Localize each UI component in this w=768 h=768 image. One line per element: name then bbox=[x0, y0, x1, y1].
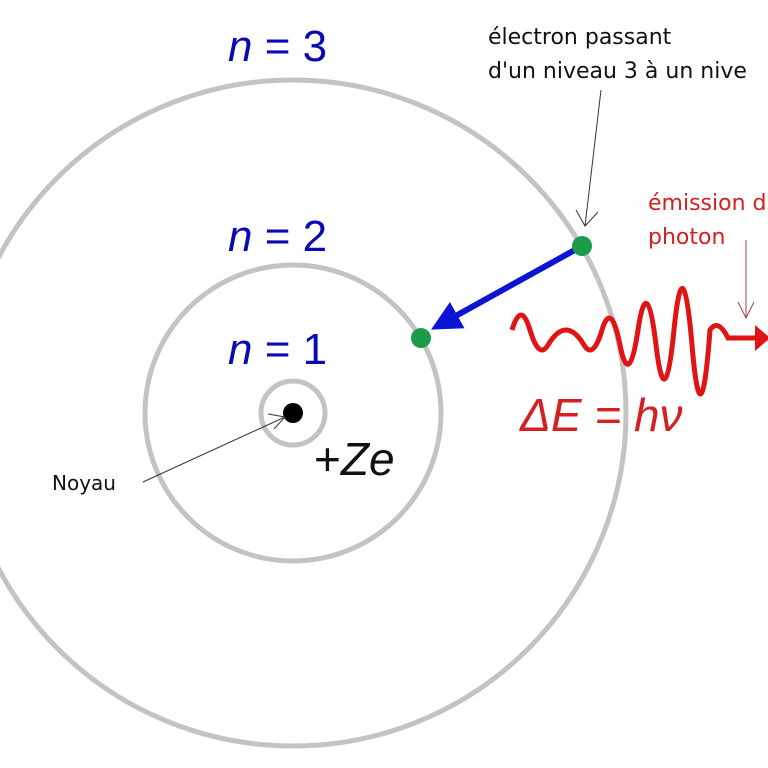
level-value: = 2 bbox=[252, 212, 328, 261]
level-var: n bbox=[228, 22, 253, 71]
photon-note: émission d photon bbox=[648, 187, 766, 255]
electron-note-line1: électron passant bbox=[488, 25, 672, 50]
electron-n3 bbox=[572, 236, 592, 256]
level-value: = 3 bbox=[252, 22, 328, 71]
electron-pointer bbox=[584, 89, 602, 227]
photon-note-line1: émission d bbox=[648, 191, 767, 216]
orbit-n2 bbox=[142, 262, 444, 564]
nucleus-pointer-head bbox=[267, 413, 286, 430]
electron-n2 bbox=[411, 328, 431, 348]
energy-formula: ΔE = hν bbox=[520, 389, 683, 441]
charge-var: Ze bbox=[340, 433, 395, 485]
photon-arrowhead bbox=[755, 325, 768, 351]
level-label-n2: n = 2 bbox=[228, 212, 327, 262]
nucleus-label: Noyau bbox=[52, 471, 116, 495]
photon-pointer-head bbox=[737, 301, 755, 320]
electron-note-line2: d'un niveau 3 à un nive bbox=[488, 59, 747, 84]
level-label-n3: n = 3 bbox=[228, 22, 327, 72]
electron-pointer-head bbox=[575, 209, 599, 227]
level-value: = 1 bbox=[252, 325, 328, 374]
nucleus-pointer bbox=[142, 416, 286, 483]
level-var: n bbox=[228, 325, 253, 374]
transition-arrow bbox=[431, 243, 584, 330]
electron-note: électron passant d'un niveau 3 à un nive bbox=[488, 21, 747, 89]
charge-sign: + bbox=[314, 433, 341, 485]
level-label-n1: n = 1 bbox=[228, 325, 327, 375]
photon-wave bbox=[509, 286, 768, 397]
photon-note-line2: photon bbox=[648, 225, 726, 250]
orbit-n3 bbox=[0, 77, 629, 749]
nucleus-dot bbox=[283, 403, 303, 423]
level-var: n bbox=[228, 212, 253, 261]
nuclear-charge: +Ze bbox=[314, 432, 395, 486]
orbit-n1 bbox=[258, 378, 328, 448]
